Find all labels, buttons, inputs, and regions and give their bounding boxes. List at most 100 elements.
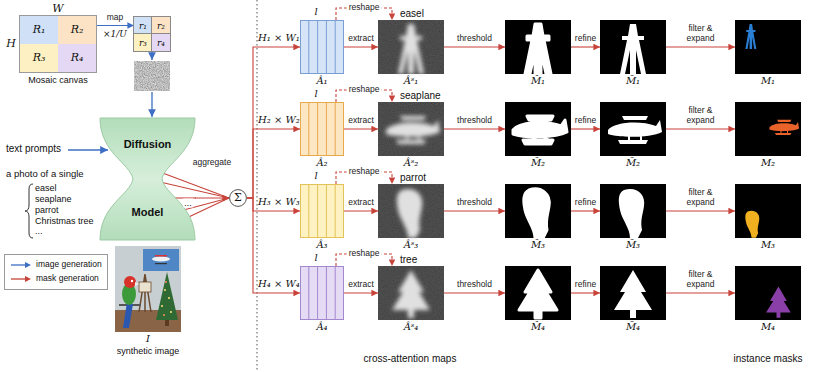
annotation-label: H₃ × W₃: [258, 196, 300, 208]
annotation-label: Christmas tree: [35, 216, 94, 226]
legend-text: image generation: [36, 260, 102, 270]
node-text: Mosaic canvas: [28, 75, 88, 85]
annotation-label: text prompts: [6, 143, 61, 155]
synthetic-image-picture-part: [143, 249, 179, 271]
image-generation-arrow-part: [151, 51, 152, 60]
attention-map: parrotÂˢ₃: [378, 184, 444, 238]
node-text: I: [146, 333, 150, 345]
attention-map-picture-part: [378, 266, 444, 320]
edge-label: filter & expand: [679, 188, 723, 208]
canvas-region: R₂: [58, 16, 96, 44]
legend-text: mask generation: [36, 274, 99, 284]
synthetic-image-picture-part: [139, 274, 151, 312]
annotation-label: H₄ × W₄: [258, 278, 300, 290]
stack-column: [335, 21, 336, 74]
attention-stack: Â₂: [300, 102, 344, 156]
binary-mask-picture-part: [505, 184, 571, 238]
legend-line: [11, 264, 26, 265]
synthetic-image-picture-part: [165, 320, 169, 326]
instance-mask-picture-part-part: [745, 211, 759, 238]
binary-mask-picture: [505, 102, 571, 156]
node-text: M̃₁: [626, 75, 640, 87]
edge-label: filter & expand: [679, 270, 723, 290]
edge-label: filter & expand: [679, 106, 723, 126]
attention-map-picture: [378, 102, 444, 156]
flow-arrow: [666, 210, 735, 211]
latent-region: r₄: [152, 34, 170, 51]
instance-mask-picture-part: [735, 266, 801, 320]
node-text: M̃₃: [626, 239, 640, 251]
binary-mask: M̂₂: [505, 102, 571, 156]
attention-map-picture: [378, 184, 444, 238]
instance-mask-picture-part: [745, 211, 759, 238]
canvas-region: R₁: [20, 16, 58, 44]
stack-column: [317, 21, 318, 74]
flow-arrow: [195, 197, 229, 198]
synthetic-image-picture-part: [156, 272, 178, 320]
attention-stack-shape: [300, 102, 344, 156]
stack-outline: [301, 267, 344, 320]
node-text: synthetic image: [117, 346, 180, 356]
node-text: Â₂: [316, 157, 327, 169]
refined-mask-picture: [600, 266, 666, 320]
binary-mask: M̂₁: [505, 20, 571, 74]
flow-arrow: [444, 46, 505, 47]
flow-arrow: [344, 46, 378, 47]
node-text: Âˢ₁: [404, 75, 419, 87]
node-text: Â₃: [316, 239, 327, 251]
attention-stack: Â₁: [300, 20, 344, 74]
synthetic-image-picture-part: [155, 263, 167, 264]
annotation-label: instance masks: [734, 353, 803, 365]
stack-outline: [301, 21, 344, 74]
binary-mask-picture-part: [505, 102, 571, 156]
annotation-label: l: [314, 252, 317, 264]
edge-label: reshape: [347, 167, 382, 177]
latent-region: r₁: [134, 17, 152, 34]
attention-stack: Â₄: [300, 266, 344, 320]
attention-map-picture-part: [378, 20, 444, 74]
stack-column: [308, 103, 309, 156]
node-text: M₄: [761, 321, 775, 333]
sum-circle: [230, 190, 247, 207]
binary-mask-picture-part: [513, 116, 567, 144]
legend-entry: mask generation: [10, 272, 102, 286]
attention-stack: Â₃: [300, 184, 344, 238]
synthetic-image-picture-part: [131, 280, 133, 282]
instance-mask-picture-part: [735, 20, 801, 74]
stack-column: [308, 267, 309, 320]
node-text: R₃: [33, 52, 46, 65]
attention-map-picture-part: [397, 189, 422, 238]
attention-stack-shape: [300, 184, 344, 238]
annotation-label: ...: [183, 199, 193, 208]
synthetic-image-picture-part: [124, 276, 136, 288]
synthetic-image-picture-part: [135, 282, 139, 286]
node-text: M₂: [761, 157, 775, 169]
refined-mask-picture-part: [619, 189, 644, 238]
node-text: M̂₄: [531, 321, 545, 333]
instance-mask-picture-part: [766, 287, 791, 318]
instance-mask-picture: [735, 102, 801, 156]
node-text: r₂: [157, 20, 165, 30]
node-text: M̂₃: [531, 239, 545, 251]
flow-arrow: [666, 46, 735, 47]
edge-label: threshold: [457, 116, 492, 126]
node-text: r₄: [157, 37, 165, 47]
node-text: easel: [400, 8, 424, 20]
refined-mask-picture: [600, 184, 666, 238]
node-text: M₁: [761, 75, 775, 87]
refined-mask-picture: [600, 102, 666, 156]
synthetic-image-picture-part: [170, 311, 172, 313]
refined-mask: M̃₂: [600, 102, 666, 156]
legend-arrowhead: [25, 276, 31, 282]
synthetic-image-picture-part: [155, 255, 167, 257]
annotation-label: l: [314, 6, 317, 18]
node-text: Model: [132, 206, 164, 219]
attention-map: easelÂˢ₁: [378, 20, 444, 74]
node-text: R₄: [71, 52, 84, 65]
binary-mask-picture: [505, 266, 571, 320]
refined-mask-picture-part: [600, 102, 666, 156]
node-text: M̃₂: [626, 157, 640, 169]
synthetic-image-picture-part: [152, 257, 170, 262]
